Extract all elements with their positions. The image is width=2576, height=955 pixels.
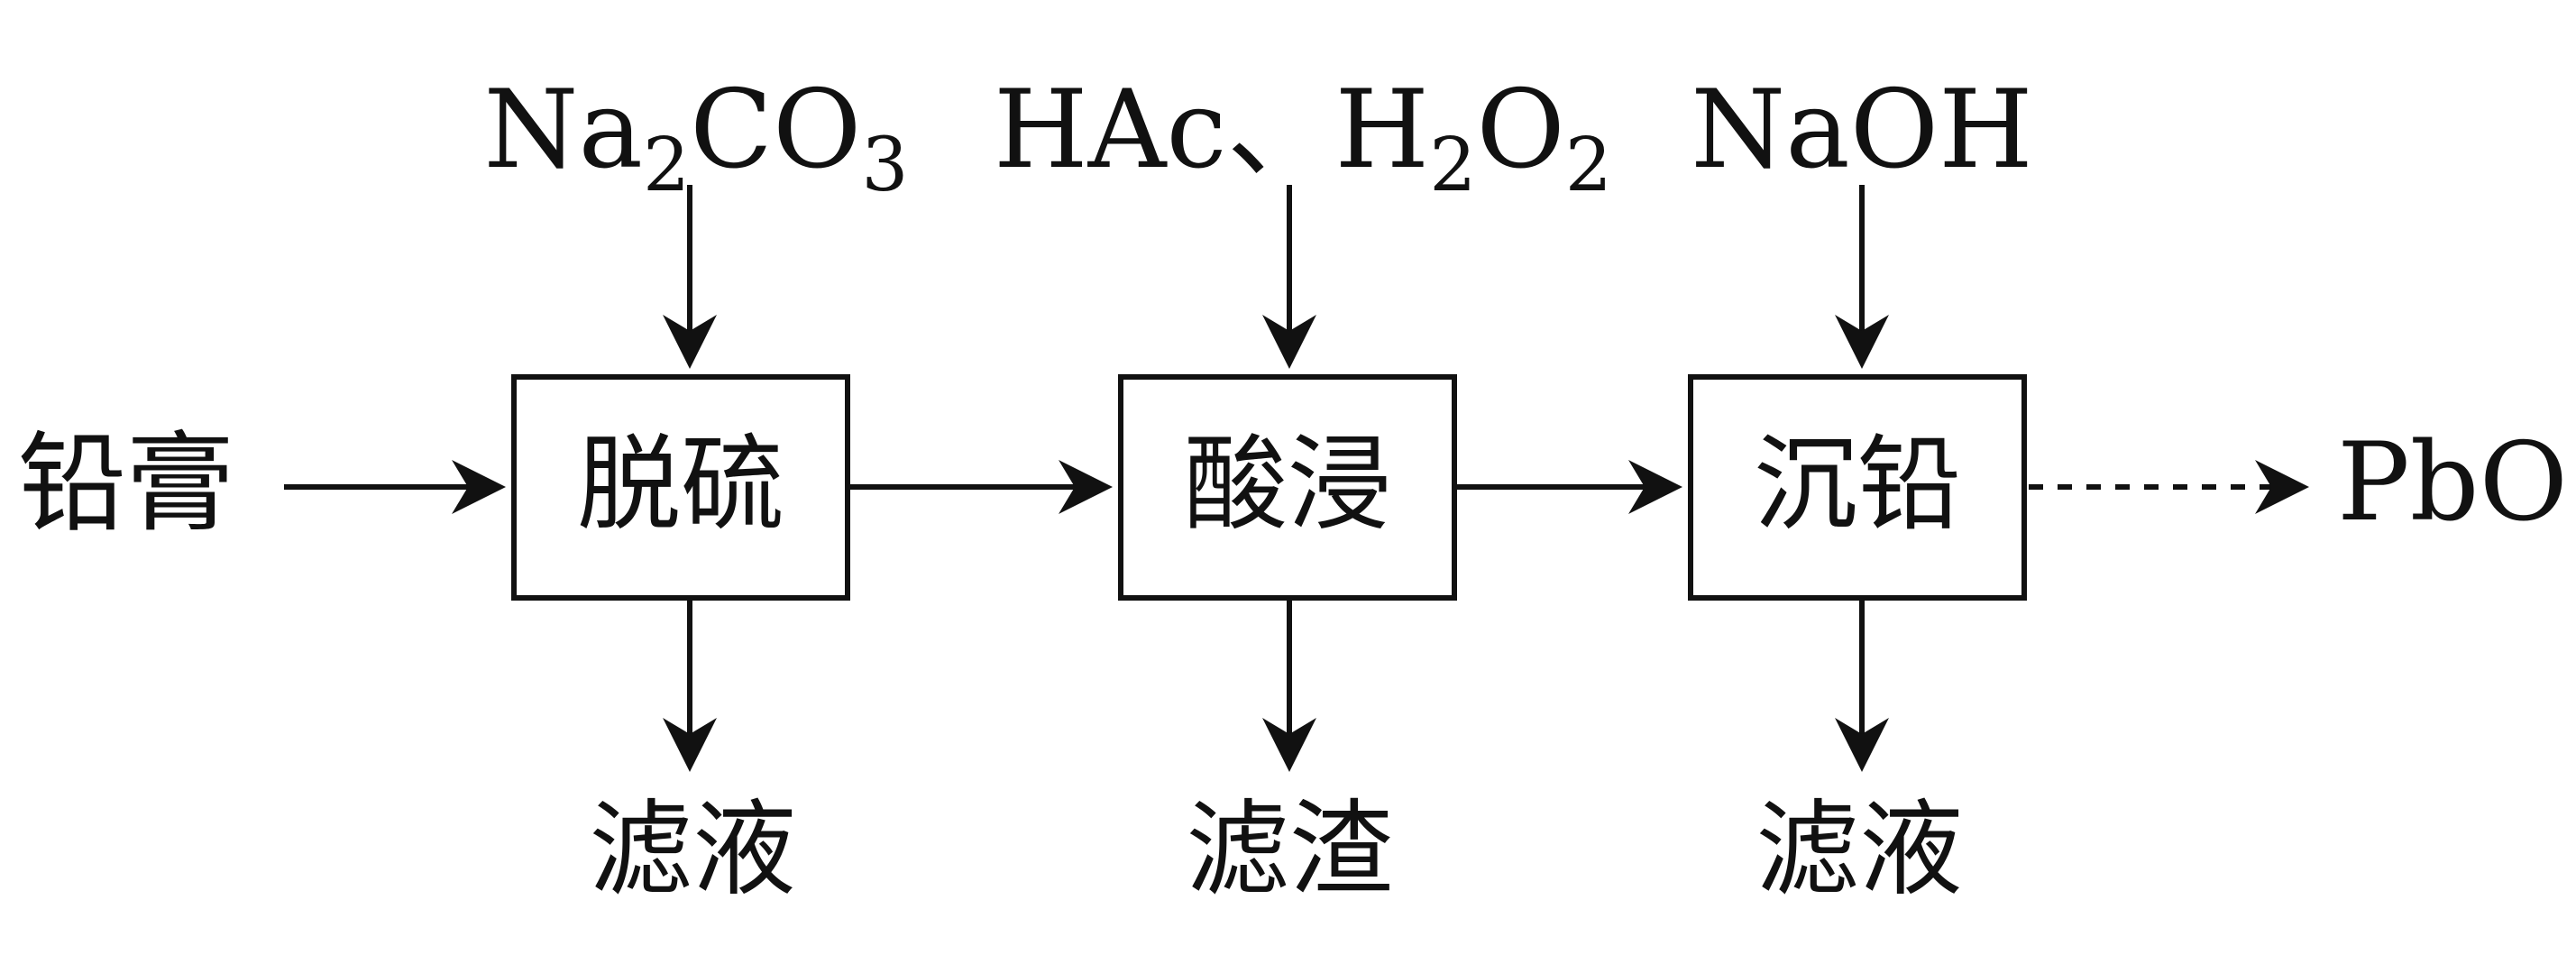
formula-subscript: 2 — [1429, 123, 1476, 208]
formula-text: HAc、H — [994, 68, 1429, 193]
step3-label: 沉铅 — [1754, 425, 1961, 546]
step2-box — [1118, 374, 1457, 601]
step1-output-label: 滤液 — [589, 790, 796, 911]
step3-box — [1688, 374, 2027, 601]
step3-output-label: 滤液 — [1756, 790, 1963, 911]
formula-subscript: 3 — [861, 123, 908, 208]
formula-text: Na — [483, 68, 643, 193]
final-product-label: PbO — [2337, 420, 2568, 546]
step3-reagent-label: NaOH — [1691, 68, 2033, 193]
step2-label: 酸浸 — [1184, 425, 1391, 546]
formula-subscript: 2 — [643, 123, 690, 208]
formula-text: CO — [690, 68, 861, 193]
formula-text: NaOH — [1691, 68, 2033, 193]
start-material-label: 铅膏 — [18, 422, 234, 547]
step1-reagent-label: Na2CO3 — [483, 68, 908, 208]
step2-reagent-label: HAc、H2O2 — [994, 68, 1612, 208]
step1-label: 脱硫 — [577, 425, 784, 546]
step2-output-label: 滤渣 — [1186, 790, 1393, 911]
formula-text: O — [1476, 68, 1564, 193]
formula-subscript: 2 — [1565, 123, 1612, 208]
